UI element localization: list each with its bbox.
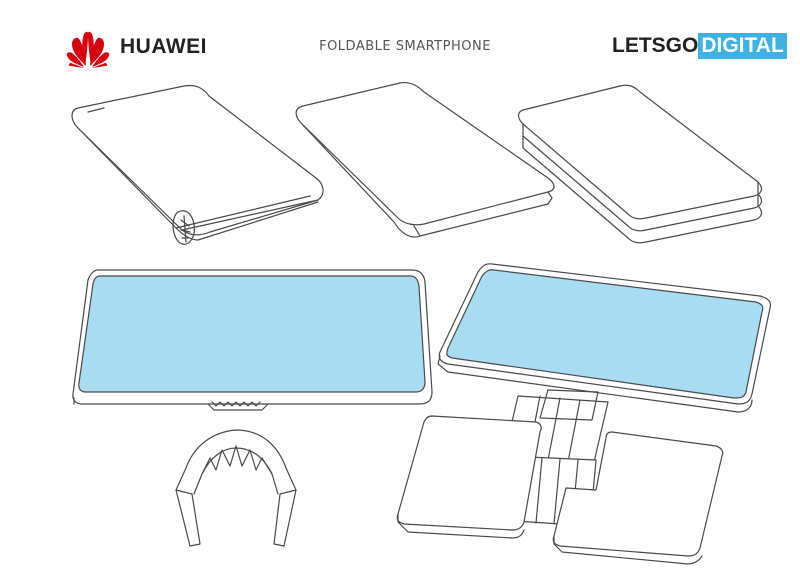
huawei-logo-icon	[66, 31, 110, 68]
folded-phone-hinge-figure	[71, 84, 324, 245]
folded-phone-stacked-figure	[517, 84, 763, 244]
hinge-cross-section-figure	[175, 429, 297, 547]
unfolded-phone-figure	[72, 269, 433, 411]
source-logo-part1: LETSGO	[612, 34, 699, 57]
exploded-view-figure	[396, 263, 772, 565]
brand-name: HUAWEI	[120, 35, 207, 58]
source-logo: LETSGO DIGITAL	[612, 33, 787, 59]
page-title: FOLDABLE SMARTPHONE	[319, 39, 491, 54]
folded-phone-offset-figure	[295, 81, 555, 238]
source-logo-part2: DIGITAL	[698, 33, 787, 59]
header: HUAWEI FOLDABLE SMARTPHONE LETSGO DIGITA…	[0, 0, 800, 80]
